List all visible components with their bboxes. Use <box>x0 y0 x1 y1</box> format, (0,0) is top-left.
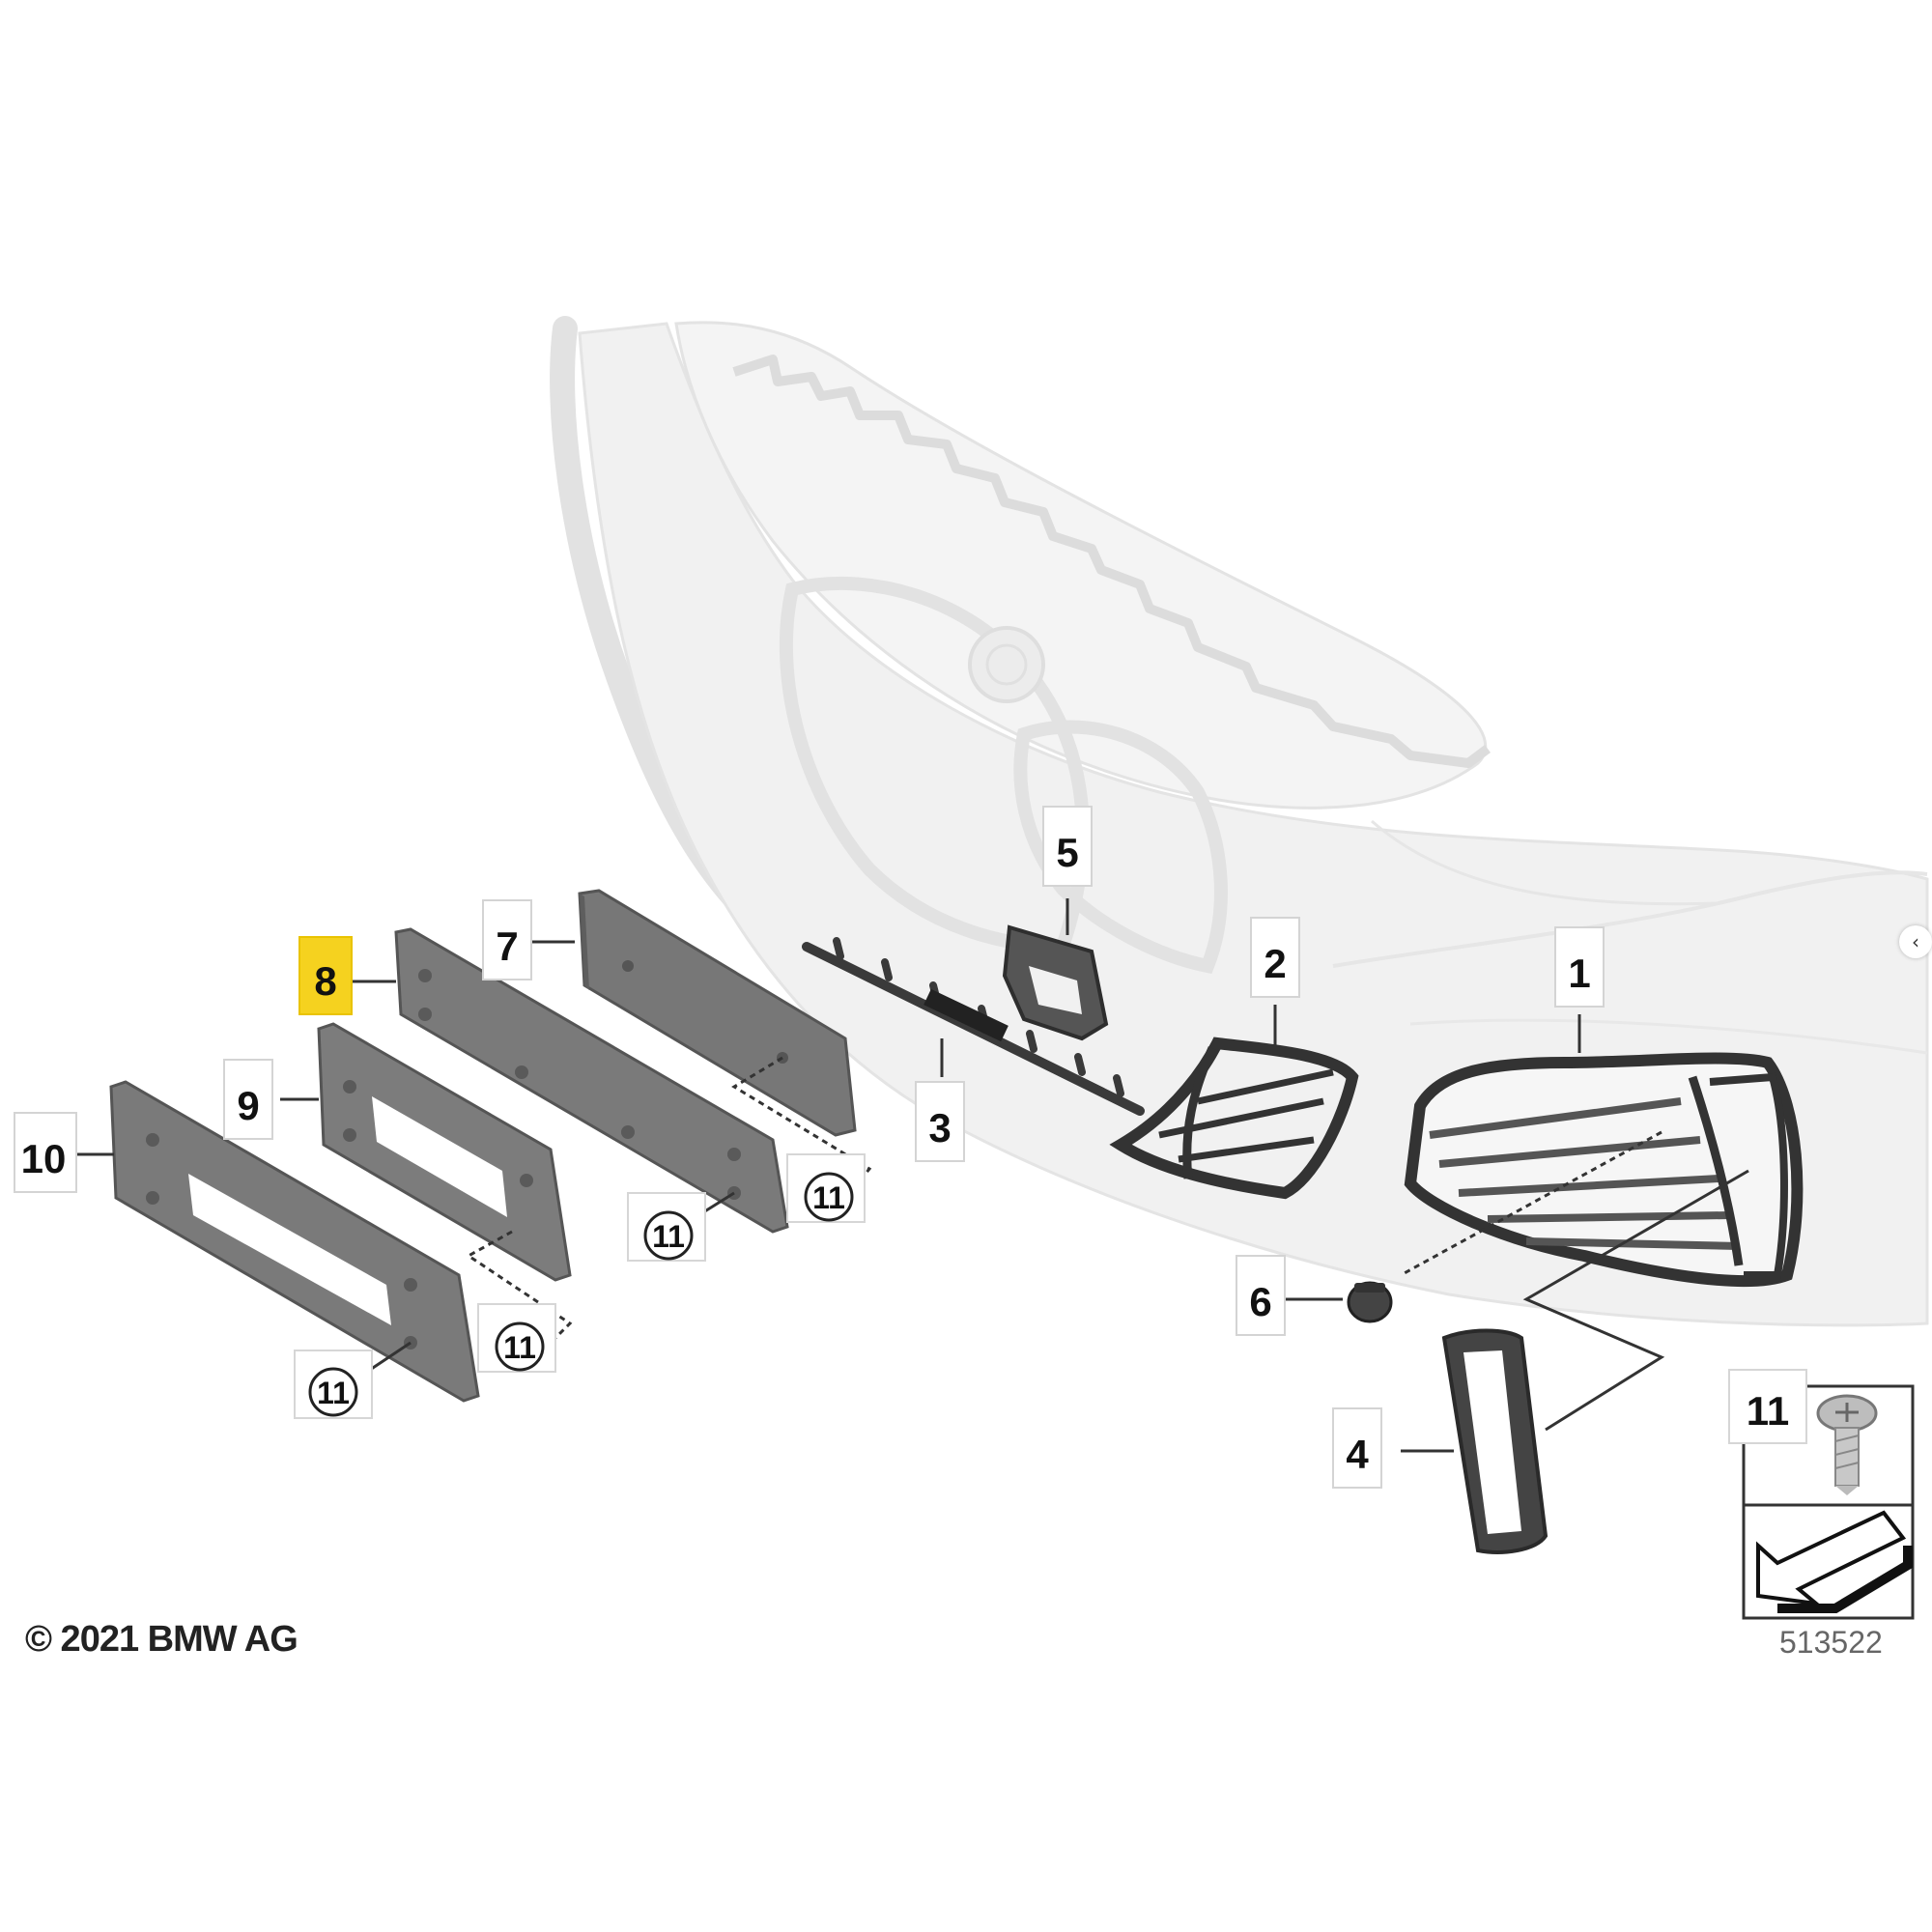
part-3-trim-strip <box>802 937 1145 1116</box>
part-7-plate-base <box>578 889 857 1137</box>
callout-label-4: 4 <box>1346 1432 1369 1477</box>
screw-callout-label: 11 <box>503 1330 536 1365</box>
callout-box-8-highlighted <box>298 936 353 1015</box>
callout-label-1: 1 <box>1568 951 1590 996</box>
copyright-notice: © 2021 BMW AG <box>25 1619 298 1660</box>
part-4-trim-insert <box>1441 1328 1548 1554</box>
part-10-plate-frame <box>109 1080 480 1403</box>
part-1-air-grille <box>1404 1052 1804 1288</box>
callout-label-10: 10 <box>21 1136 67 1181</box>
callout-label-8: 8 <box>314 958 336 1004</box>
callout-label-6: 6 <box>1249 1279 1271 1324</box>
part-5-bracket <box>1002 924 1109 1041</box>
callout-box-10 <box>14 1112 77 1193</box>
callout-box-7 <box>482 899 532 980</box>
prev-image-button[interactable]: ‹ <box>1899 925 1932 958</box>
screw-callout-label: 11 <box>652 1219 685 1254</box>
legend-screw-label: 11 <box>1747 1388 1789 1434</box>
callout-leaders <box>77 898 1581 1453</box>
callout-label-2: 2 <box>1264 941 1286 986</box>
callout-box-4 <box>1332 1407 1382 1489</box>
callout-boxes <box>14 806 1605 1489</box>
callout-label-7: 7 <box>496 923 518 969</box>
part-2-air-grille <box>1109 1037 1359 1200</box>
callout-box-3 <box>915 1081 965 1162</box>
callout-box-2 <box>1250 917 1300 998</box>
callout-label-5: 5 <box>1056 830 1078 875</box>
callout-label-3: 3 <box>928 1105 951 1151</box>
screw-callout-label: 11 <box>317 1376 350 1410</box>
part-9-plate-frame <box>317 1022 572 1282</box>
callout-box-1 <box>1554 926 1605 1008</box>
callout-box-6 <box>1236 1255 1286 1336</box>
insert-direction-arrow-icon <box>1756 1510 1913 1613</box>
part-6-clip <box>1347 1281 1393 1323</box>
diagram-reference-number: 513522 <box>1779 1625 1883 1660</box>
callout-box-5 <box>1042 806 1093 887</box>
callout-box-9 <box>223 1059 273 1140</box>
screw-icon <box>1816 1394 1878 1495</box>
screw-callout-label: 11 <box>812 1180 845 1215</box>
callout-labels: 1 2 3 4 5 6 7 8 9 10 11 11 11 11 11 <box>21 830 1790 1477</box>
chevron-left-icon: ‹ <box>1912 930 1919 953</box>
screw-callouts <box>294 1153 866 1419</box>
callout-label-9: 9 <box>237 1083 259 1128</box>
legend-box <box>1728 1369 1915 1620</box>
